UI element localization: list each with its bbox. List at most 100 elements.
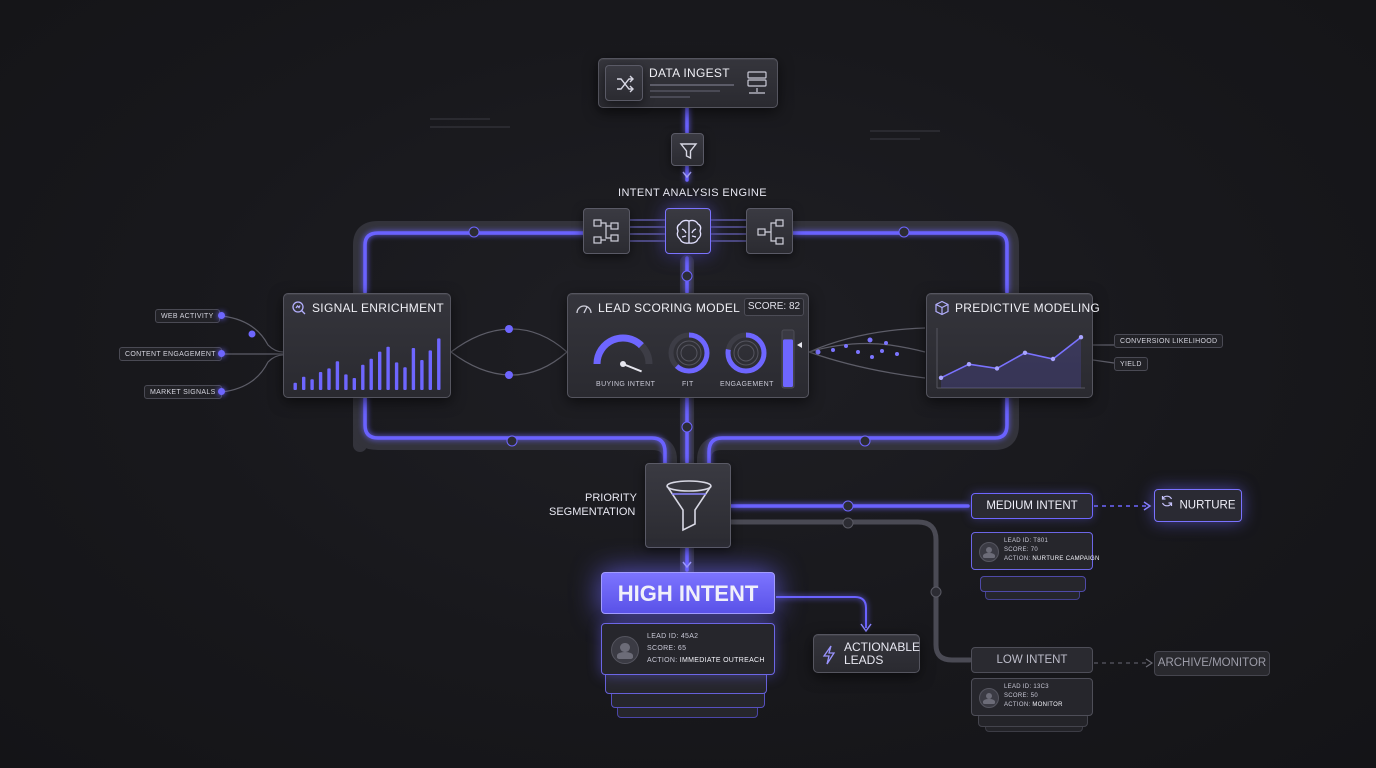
low-intent-tag[interactable]: LOW INTENT [971, 647, 1093, 673]
enrichment-bar [386, 346, 390, 390]
placeholder-line [650, 84, 734, 86]
signal-enrichment-node[interactable]: SIGNAL ENRICHMENT [283, 293, 451, 398]
segmentation-label: SEGMENTATION [549, 506, 636, 518]
input-port-dot [218, 388, 225, 395]
input-signal-content-engagement: CONTENT ENGAGEMENT [119, 347, 222, 361]
enrichment-bar [335, 361, 340, 390]
enrichment-bar [420, 360, 424, 390]
high-intent-tag[interactable]: HIGH INTENT [601, 572, 775, 614]
output-conversion-likelihood: CONVERSION LIKELIHOOD [1114, 334, 1224, 348]
network-icon[interactable] [583, 208, 630, 254]
predictive-modeling-node[interactable]: PREDICTIVE MODELING [926, 293, 1100, 398]
enrichment-bar [327, 368, 331, 390]
input-port-dot [218, 350, 225, 357]
enrichment-bar [352, 378, 356, 390]
data-ingest-title: DATA INGEST [649, 66, 730, 80]
prediction-point [1050, 356, 1056, 362]
intent-analysis-engine-label: INTENT ANALYSIS ENGINE [618, 187, 767, 199]
gauge-label-fit: FIT [682, 381, 694, 388]
filter-icon [671, 133, 704, 166]
enrichment-bar [403, 367, 407, 390]
lightning-icon [821, 645, 837, 670]
data-ingest-node[interactable]: DATA INGEST [598, 58, 778, 108]
placeholder-line [650, 96, 690, 98]
funnel-icon[interactable] [645, 463, 731, 548]
prediction-area [941, 337, 1081, 388]
prediction-point [938, 375, 944, 380]
nurture-label: NURTURE [1179, 499, 1236, 512]
output-yield: YIELD [1114, 357, 1148, 371]
enrichment-bar [302, 376, 306, 390]
level-bar-fill [783, 339, 793, 387]
enrichment-bar [310, 379, 314, 390]
enrichment-bar [318, 372, 323, 390]
enrichment-bar-chart [293, 338, 441, 390]
prediction-point [1022, 350, 1028, 355]
prediction-line-chart [936, 328, 1085, 389]
nurture-node[interactable]: NURTURE [1154, 489, 1242, 522]
enrichment-bar [428, 350, 432, 390]
level-bar-pointer [797, 342, 802, 348]
medium-intent-lead-card[interactable]: LEAD ID: T801 SCORE: 70 ACTION: NURTURE … [971, 532, 1099, 570]
buying-intent-hub [620, 361, 626, 367]
avatar [979, 542, 999, 562]
enrichment-bar [378, 351, 382, 390]
score-badge: SCORE: 82 [744, 298, 804, 316]
lead-score: SCORE: 65 [647, 645, 687, 652]
signal-enrichment-title: SIGNAL ENRICHMENT [312, 301, 445, 315]
search-icon [291, 300, 307, 321]
buying-intent-needle [622, 363, 642, 373]
enrichment-bar [437, 338, 441, 390]
lead-id: LEAD ID: 13C3 [1004, 684, 1049, 690]
server-icon [745, 69, 769, 102]
lead-id: LEAD ID: 45A2 [647, 633, 699, 640]
input-signal-market-signals: MARKET SIGNALS [144, 385, 222, 399]
low-intent-lead-card[interactable]: LEAD ID: 13C3 SCORE: 50 ACTION: MONITOR [971, 678, 1093, 716]
enrichment-bar [411, 348, 416, 390]
medium-intent-tag[interactable]: MEDIUM INTENT [971, 493, 1093, 519]
fit-gauge-inner-ring [680, 344, 698, 362]
buying-intent-fill [593, 334, 644, 365]
priority-label: PRIORITY [585, 492, 637, 504]
shuffle-icon [605, 65, 643, 101]
predictive-modeling-title: PREDICTIVE MODELING [955, 301, 1101, 315]
placeholder-line [650, 90, 720, 92]
prediction-line [940, 336, 1082, 379]
archive-monitor-node[interactable]: ARCHIVE/MONITOR [1154, 651, 1270, 676]
lead-score: SCORE: 70 [1004, 547, 1039, 553]
scoring-gauges [593, 329, 802, 389]
enrichment-bar [394, 362, 399, 390]
lead-action: ACTION: IMMEDIATE OUTREACH [647, 657, 765, 664]
cube-icon [934, 300, 950, 321]
lead-card-stack-layer [980, 576, 1086, 592]
high-intent-lead-card[interactable]: LEAD ID: 45A2 SCORE: 65 ACTION: IMMEDIAT… [601, 623, 775, 675]
engagement-gauge-fill [725, 332, 767, 374]
enrichment-bar [344, 374, 348, 390]
lead-scoring-title: LEAD SCORING MODEL [598, 301, 741, 315]
lead-action: ACTION: MONITOR [1004, 702, 1063, 708]
prediction-point [994, 366, 1000, 371]
input-port-dot [218, 312, 225, 319]
lead-score: SCORE: 50 [1004, 693, 1039, 699]
enrichment-bar [369, 358, 373, 390]
lead-action: ACTION: NURTURE CAMPAIGN [1004, 556, 1100, 562]
avatar [611, 636, 639, 664]
engagement-gauge-inner-ring [733, 340, 759, 366]
gauge-label-buying-intent: BUYING INTENT [596, 381, 656, 388]
share-network-icon[interactable] [746, 208, 793, 254]
lead-scoring-model-node[interactable]: LEAD SCORING MODEL SCORE: 82 BUYING INTE… [567, 293, 809, 398]
gauge-label-engagement: ENGAGEMENT [720, 381, 774, 388]
fit-gauge-inner-ring [676, 340, 702, 366]
fit-gauge-fill [668, 332, 710, 374]
avatar [979, 688, 999, 708]
enrichment-bar [361, 364, 365, 390]
engagement-gauge-inner-ring [737, 344, 755, 362]
refresh-icon [1160, 490, 1174, 521]
lead-id: LEAD ID: T801 [1004, 538, 1049, 544]
enrichment-bar [293, 382, 297, 390]
speedometer-icon [575, 301, 593, 320]
brain-icon[interactable] [665, 208, 711, 254]
